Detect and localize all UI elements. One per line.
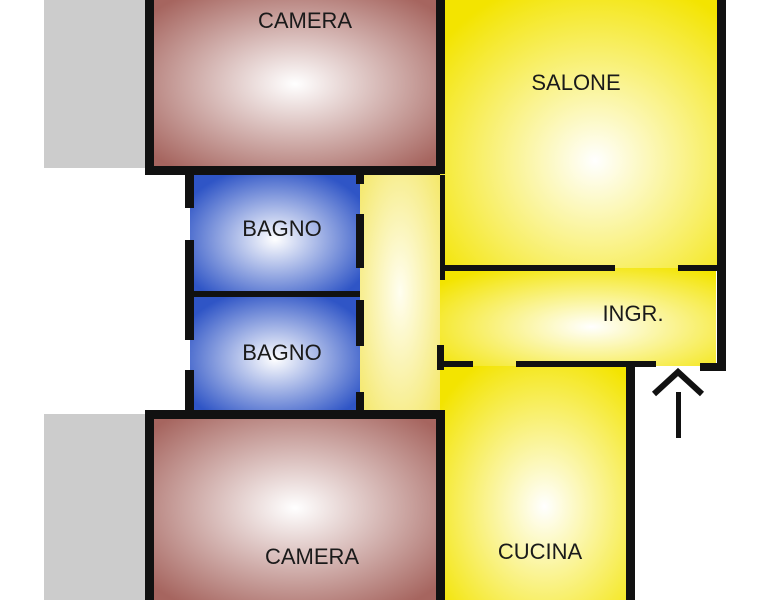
room-camera-bottom xyxy=(150,416,440,600)
room-label-bagno-2: BAGNO xyxy=(242,340,321,365)
arrow-up-icon xyxy=(651,367,705,438)
room-salone xyxy=(440,0,722,268)
room-label-salone: SALONE xyxy=(531,70,620,95)
room-ingresso xyxy=(440,268,716,366)
room-label-camera-bottom: CAMERA xyxy=(265,544,359,569)
room-label-bagno-1: BAGNO xyxy=(242,216,321,241)
room-bagno-2 xyxy=(190,294,360,412)
exterior-area-bottom xyxy=(44,414,147,600)
exterior-area-top xyxy=(44,0,147,168)
room-cucina xyxy=(440,366,630,600)
room-label-ingresso: INGR. xyxy=(602,301,663,326)
walls xyxy=(145,0,726,600)
room-bagno-1 xyxy=(190,172,360,294)
room-disimpegno xyxy=(360,168,440,416)
room-camera-top xyxy=(150,0,440,168)
room-label-camera-top: CAMERA xyxy=(258,8,352,33)
room-label-cucina: CUCINA xyxy=(498,539,583,564)
